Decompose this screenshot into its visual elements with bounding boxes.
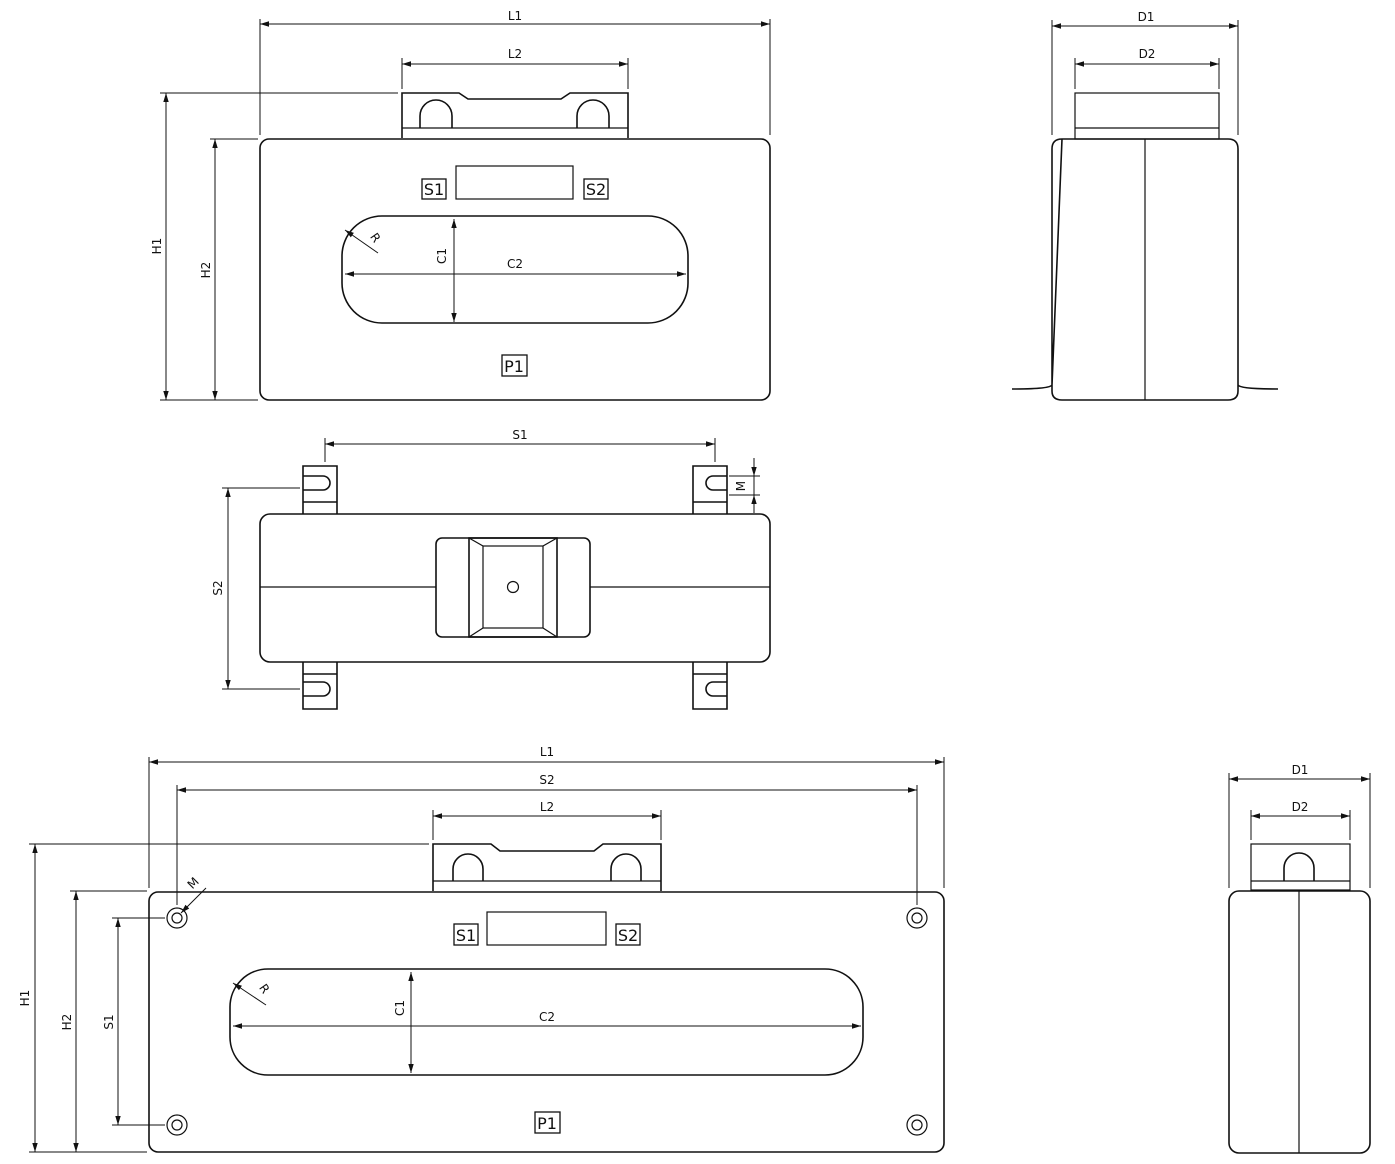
dim-h1-label-2: H1 [18,990,32,1007]
dim-r-label: R [367,230,383,245]
top-clamp-block [435,537,591,638]
dim-s1-label: S1 [512,428,527,442]
side-view-2: D1 D2 [1228,763,1371,1154]
top-view: S1 S2 M [211,428,771,710]
body-outline-2 [148,891,945,1153]
dim-c2-label: C2 [507,257,523,271]
dim-r-label-2: R [256,981,272,996]
body-outline [259,138,771,401]
terminal-s2-label-2: S2 [618,926,638,945]
dim-d1-label: D1 [1138,10,1155,24]
side-view-1: D1 D2 [1011,10,1279,401]
terminal-p1-label-2: P1 [537,1114,557,1133]
foot-bottom-right [692,662,728,710]
dim-s2-label-2: S2 [539,773,554,787]
dim-c2-label-2: C2 [539,1010,555,1024]
dim-l1-label: L1 [508,9,522,23]
side-body [1011,138,1279,401]
dim-d2-label-2: D2 [1292,800,1309,814]
nameplate [455,165,574,200]
top-clamp [401,92,629,138]
dim-c1-label-2: C1 [393,1000,407,1016]
dim-l2-label-2: L2 [540,800,554,814]
foot-top-left [302,465,338,514]
terminal-s1-label: S1 [424,180,444,199]
dim-h2-label: H2 [199,262,213,279]
dim-d1-label-2: D1 [1292,763,1309,777]
window-opening [341,215,689,324]
front-view-1: L1 L2 H1 H2 C1 C2 R S1 S2 P1 [150,9,771,401]
nameplate-2 [486,911,607,946]
terminal-s1-label-2: S1 [456,926,476,945]
dim-h2-label-2: H2 [60,1014,74,1031]
dim-h1-label: H1 [150,238,164,255]
top-body-outline [259,513,771,663]
foot-bottom-left [302,662,338,710]
dim-c1-label: C1 [435,248,449,264]
window-opening-2 [229,968,864,1076]
dim-s1-label-2: S1 [102,1014,116,1029]
terminal-p1-label: P1 [504,357,524,376]
top-clamp-2 [432,843,662,891]
dim-l1-label-2: L1 [540,745,554,759]
dim-m-label-2: M [185,875,202,892]
dim-d2-label: D2 [1139,47,1156,61]
foot-top-right [692,465,728,514]
front-view-2: L1 S2 L2 H1 H2 S1 C1 C2 R M S1 S2 P1 [18,745,945,1153]
terminal-s2-label: S2 [586,180,606,199]
dim-m-label: M [734,481,748,491]
dim-l2-label: L2 [508,47,522,61]
dim-s2-label: S2 [211,580,225,595]
